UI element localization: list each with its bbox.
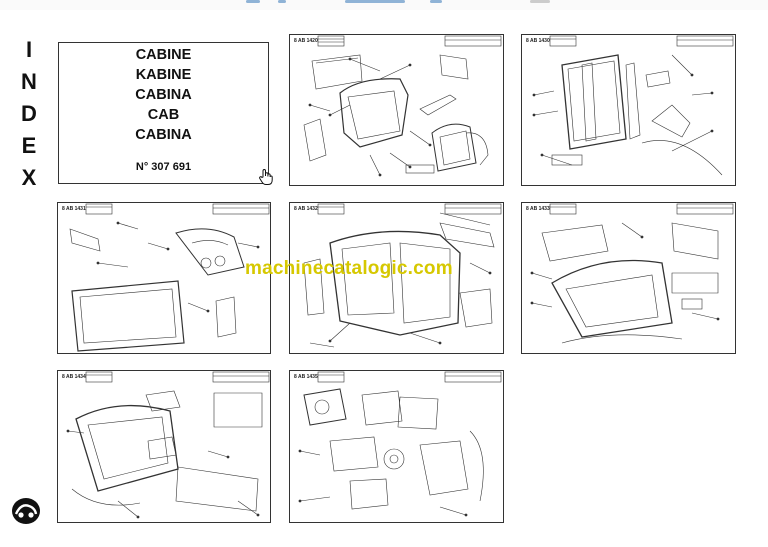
diagram-sheet-1433[interactable]: 8 AB 1433: [521, 202, 736, 354]
diagram-sheet-1434[interactable]: 8 AB 1434: [57, 370, 271, 523]
cab-roof-diagram: [303, 35, 502, 177]
index-letter: N: [21, 69, 37, 94]
index-letter: X: [21, 165, 37, 190]
toolbar-mark: [345, 0, 405, 3]
cab-floor-diagram: [66, 371, 270, 519]
sheet-code: 8 AB 1434: [62, 374, 86, 380]
toolbar-mark: [430, 0, 442, 3]
cab-heater-diagram: [298, 371, 502, 517]
cab-wiring-diagram: [530, 203, 734, 344]
cover-title-card[interactable]: CABINE KABINE CABINA CAB CABINA N° 307 6…: [58, 42, 269, 184]
brand-logo-icon: [12, 498, 40, 524]
toolbar-mark: [278, 0, 286, 3]
index-letter: E: [21, 133, 37, 158]
title-line: CABINA: [135, 87, 192, 103]
toolbar-mark: [530, 0, 550, 3]
top-toolbar-strip: [0, 0, 768, 10]
title-line: CABINE: [135, 47, 192, 63]
diagram-sheet-1431[interactable]: 8 AB 1431: [57, 202, 271, 354]
index-letter: D: [21, 101, 37, 126]
sheet-code: 8 AB 1430: [526, 38, 550, 44]
cab-frame-diagram: [69, 203, 270, 352]
sheet-code: 8 AB 1420: [294, 38, 318, 44]
index-letter: I: [25, 37, 33, 62]
catalog-number: N° 307 691: [135, 161, 192, 173]
title-line: CAB: [147, 107, 180, 123]
diagram-sheet-1430[interactable]: 8 AB 1430: [521, 34, 736, 186]
diagram-sheet-1435[interactable]: 8 AB 1435: [289, 370, 504, 523]
title-line: CABINA: [135, 127, 192, 143]
sheet-code: 8 AB 1432: [294, 206, 318, 212]
watermark-text: machinecatalogic.com: [245, 258, 453, 279]
sheet-code: 8 AB 1431: [62, 206, 86, 212]
diagram-sheet-1420[interactable]: 8 AB 1420: [289, 34, 504, 186]
sheet-code: 8 AB 1433: [526, 206, 550, 212]
index-vertical-label: I N D E X: [18, 34, 40, 194]
diagram-sheet-1432[interactable]: 8 AB 1432: [289, 202, 504, 354]
hand-cursor-icon: [259, 168, 273, 185]
cab-assembly-diagram: [303, 203, 502, 348]
cab-door-diagram: [532, 35, 734, 176]
title-line: KABINE: [135, 67, 192, 83]
sheet-code: 8 AB 1435: [294, 374, 318, 380]
toolbar-mark: [246, 0, 260, 3]
